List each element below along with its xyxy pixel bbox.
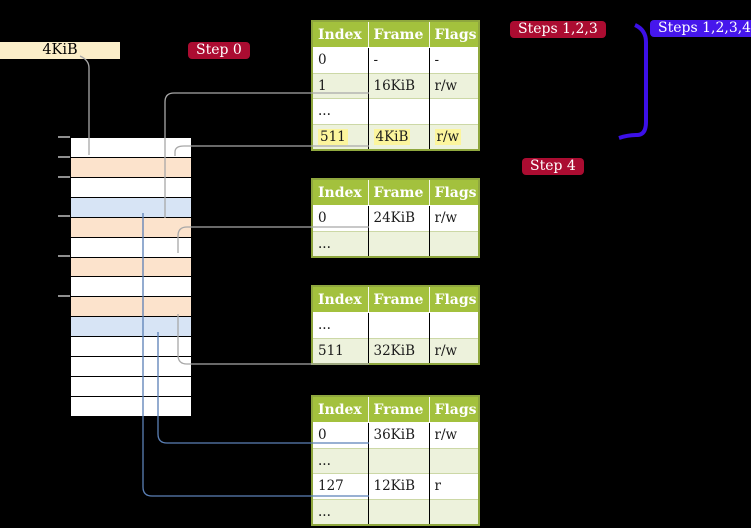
memory-frame-row-3-blue xyxy=(71,196,191,217)
table-cell xyxy=(368,230,430,257)
step4-badge: Step 4 xyxy=(522,158,584,175)
table-cell: r/w xyxy=(429,205,480,231)
column-header-index: Index xyxy=(312,286,369,313)
table-cell xyxy=(368,312,430,338)
memory-frame-row-5-white xyxy=(71,236,191,257)
table-cell: 24KiB xyxy=(368,205,430,231)
memory-frame-row-1-peach xyxy=(71,156,191,177)
table-cell: 0 xyxy=(312,47,369,73)
table-row: ... xyxy=(312,447,480,474)
table-cell xyxy=(429,447,480,474)
table-cell: 127 xyxy=(312,473,369,499)
column-header-index: Index xyxy=(312,396,369,423)
table-cell xyxy=(429,312,480,338)
memory-frame-row-7-white xyxy=(71,276,191,297)
table-cell: 511 xyxy=(312,123,369,150)
column-header-flags: Flags xyxy=(429,179,479,206)
table-cell: ... xyxy=(312,230,369,257)
table-cell xyxy=(429,98,480,124)
highlighted-value: 511 xyxy=(318,128,348,145)
table-cell xyxy=(368,98,430,124)
table-row: ... xyxy=(312,98,480,124)
table-cell: r/w xyxy=(429,422,480,448)
table-cell: ... xyxy=(312,447,369,474)
table-cell: ... xyxy=(312,498,369,525)
physical-memory-column xyxy=(70,137,192,417)
table-cell: ... xyxy=(312,312,369,338)
table-cell xyxy=(429,230,480,257)
memory-frame-row-0-white xyxy=(71,138,191,157)
table-cell: 0 xyxy=(312,422,369,448)
recursive-loop-arrow xyxy=(618,23,648,140)
column-header-index: Index xyxy=(312,21,369,48)
column-header-flags: Flags xyxy=(429,286,479,313)
table-cell: - xyxy=(429,47,480,73)
memory-tick xyxy=(58,255,70,258)
column-header-frame: Frame xyxy=(368,179,430,206)
column-header-frame: Frame xyxy=(368,396,430,423)
memory-tick xyxy=(58,175,70,178)
table-cell xyxy=(429,498,480,525)
table-row: 0-- xyxy=(312,47,480,73)
table-cell: r/w xyxy=(429,72,480,99)
highlighted-value: 4KiB xyxy=(373,128,411,145)
table-cell: 511 xyxy=(312,337,369,364)
steps1234-badge: Steps 1,2,3,4 xyxy=(650,20,751,37)
memory-frame-row-8-peach xyxy=(71,296,191,317)
memory-frame-row-6-peach xyxy=(71,256,191,277)
memory-tick xyxy=(58,294,70,297)
table-cell: - xyxy=(368,47,430,73)
column-header-flags: Flags xyxy=(429,396,479,423)
table-cell: r xyxy=(429,473,480,499)
table-row: ... xyxy=(312,230,480,257)
table-cell: 32KiB xyxy=(368,337,430,364)
table-cell: 12KiB xyxy=(368,473,430,499)
memory-frame-row-2-white xyxy=(71,176,191,197)
memory-tick xyxy=(58,155,70,158)
memory-frame-row-9-blue xyxy=(71,316,191,337)
memory-frame-row-10-white xyxy=(71,336,191,357)
table-row: 511 4KiB r/w xyxy=(312,123,480,150)
table-cell: r/w xyxy=(429,123,480,150)
table-cell xyxy=(368,447,430,474)
memory-tick xyxy=(58,215,70,218)
table-cell: r/w xyxy=(429,337,480,364)
memory-frame-row-4-peach xyxy=(71,216,191,237)
table-cell: 4KiB xyxy=(368,123,430,150)
highlighted-value: r/w xyxy=(434,128,462,145)
table-cell: 1 xyxy=(312,72,369,99)
table-cell xyxy=(368,498,430,525)
table-cell: ... xyxy=(312,98,369,124)
column-header-frame: Frame xyxy=(368,286,430,313)
table-cell: 0 xyxy=(312,205,369,231)
memory-tick xyxy=(58,136,70,138)
table-cell: 36KiB xyxy=(368,422,430,448)
memory-frame-row-12-white xyxy=(71,376,191,396)
table-cell: 16KiB xyxy=(368,72,430,99)
column-header-frame: Frame xyxy=(368,21,430,48)
steps123-badge: Steps 1,2,3 xyxy=(510,21,606,38)
frame-4kib-label: 4KiB xyxy=(0,42,120,59)
column-header-index: Index xyxy=(312,179,369,206)
memory-frame-row-13-white xyxy=(71,395,191,416)
table-row: ... xyxy=(312,312,480,338)
memory-frame-row-11-white xyxy=(71,356,191,377)
table-row: ... xyxy=(312,498,480,525)
column-header-flags: Flags xyxy=(429,21,479,48)
step0-badge: Step 0 xyxy=(188,42,250,59)
